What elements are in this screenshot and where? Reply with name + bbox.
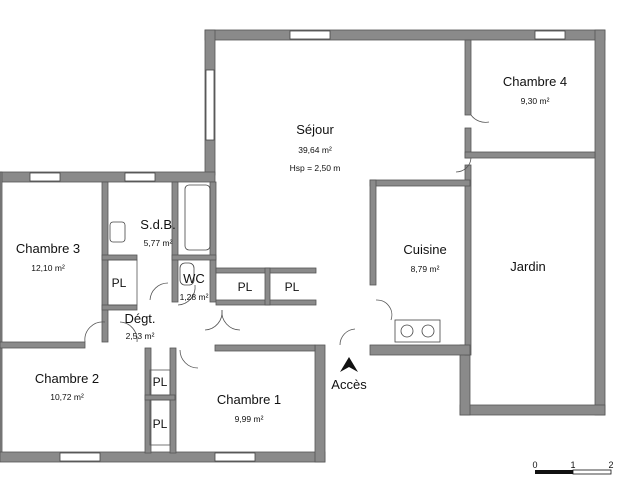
fixtures (109, 184, 441, 343)
walls (0, 29, 606, 463)
chambre1-area: 9,99 m² (234, 414, 264, 424)
access-label: Accès (331, 377, 367, 392)
jardin-name: Jardin (510, 259, 546, 274)
access-arrow-icon (340, 357, 358, 372)
sink (109, 221, 126, 243)
storage-label: PL (152, 375, 168, 389)
chambre3-area: 12,10 m² (31, 263, 65, 273)
chambre4-name: Chambre 4 (502, 74, 568, 89)
chambre3-name: Chambre 3 (15, 241, 81, 256)
sink-bowl (421, 324, 435, 338)
bathtub (184, 184, 211, 251)
scale-bar (535, 469, 612, 475)
toilet (179, 262, 195, 286)
sdb-area: 5,77 m² (143, 238, 173, 248)
scale-tick-1: 1 (570, 460, 576, 470)
chambre2-area: 10,72 m² (50, 392, 84, 402)
kitchen-sink (394, 319, 441, 343)
wc-name: WC (183, 271, 205, 286)
degt-name: Dégt. (124, 311, 156, 326)
sejour-height: Hsp = 2,50 m (289, 163, 341, 173)
sink-bowl (400, 324, 414, 338)
degt-area: 2,53 m² (125, 331, 155, 341)
chambre4-area: 9,30 m² (520, 96, 550, 106)
sejour-name: Séjour (296, 122, 334, 137)
windows (29, 30, 566, 462)
storage-label: PL (111, 276, 127, 290)
chambre1-name: Chambre 1 (216, 392, 282, 407)
chambre2-name: Chambre 2 (34, 371, 100, 386)
cuisine-name: Cuisine (403, 242, 447, 257)
scale-tick-0: 0 (532, 460, 538, 470)
sdb-name: S.d.B. (140, 217, 176, 232)
storage-label: PL (152, 417, 168, 431)
wc-area: 1,28 m² (179, 292, 209, 302)
sejour-area: 39,64 m² (298, 145, 332, 155)
storage-label: PL (237, 280, 253, 294)
door-swings (84, 114, 490, 369)
storage-label: PL (284, 280, 300, 294)
cuisine-area: 8,79 m² (410, 264, 440, 274)
scale-tick-2: 2 (608, 460, 614, 470)
storage-outlines (107, 259, 171, 446)
